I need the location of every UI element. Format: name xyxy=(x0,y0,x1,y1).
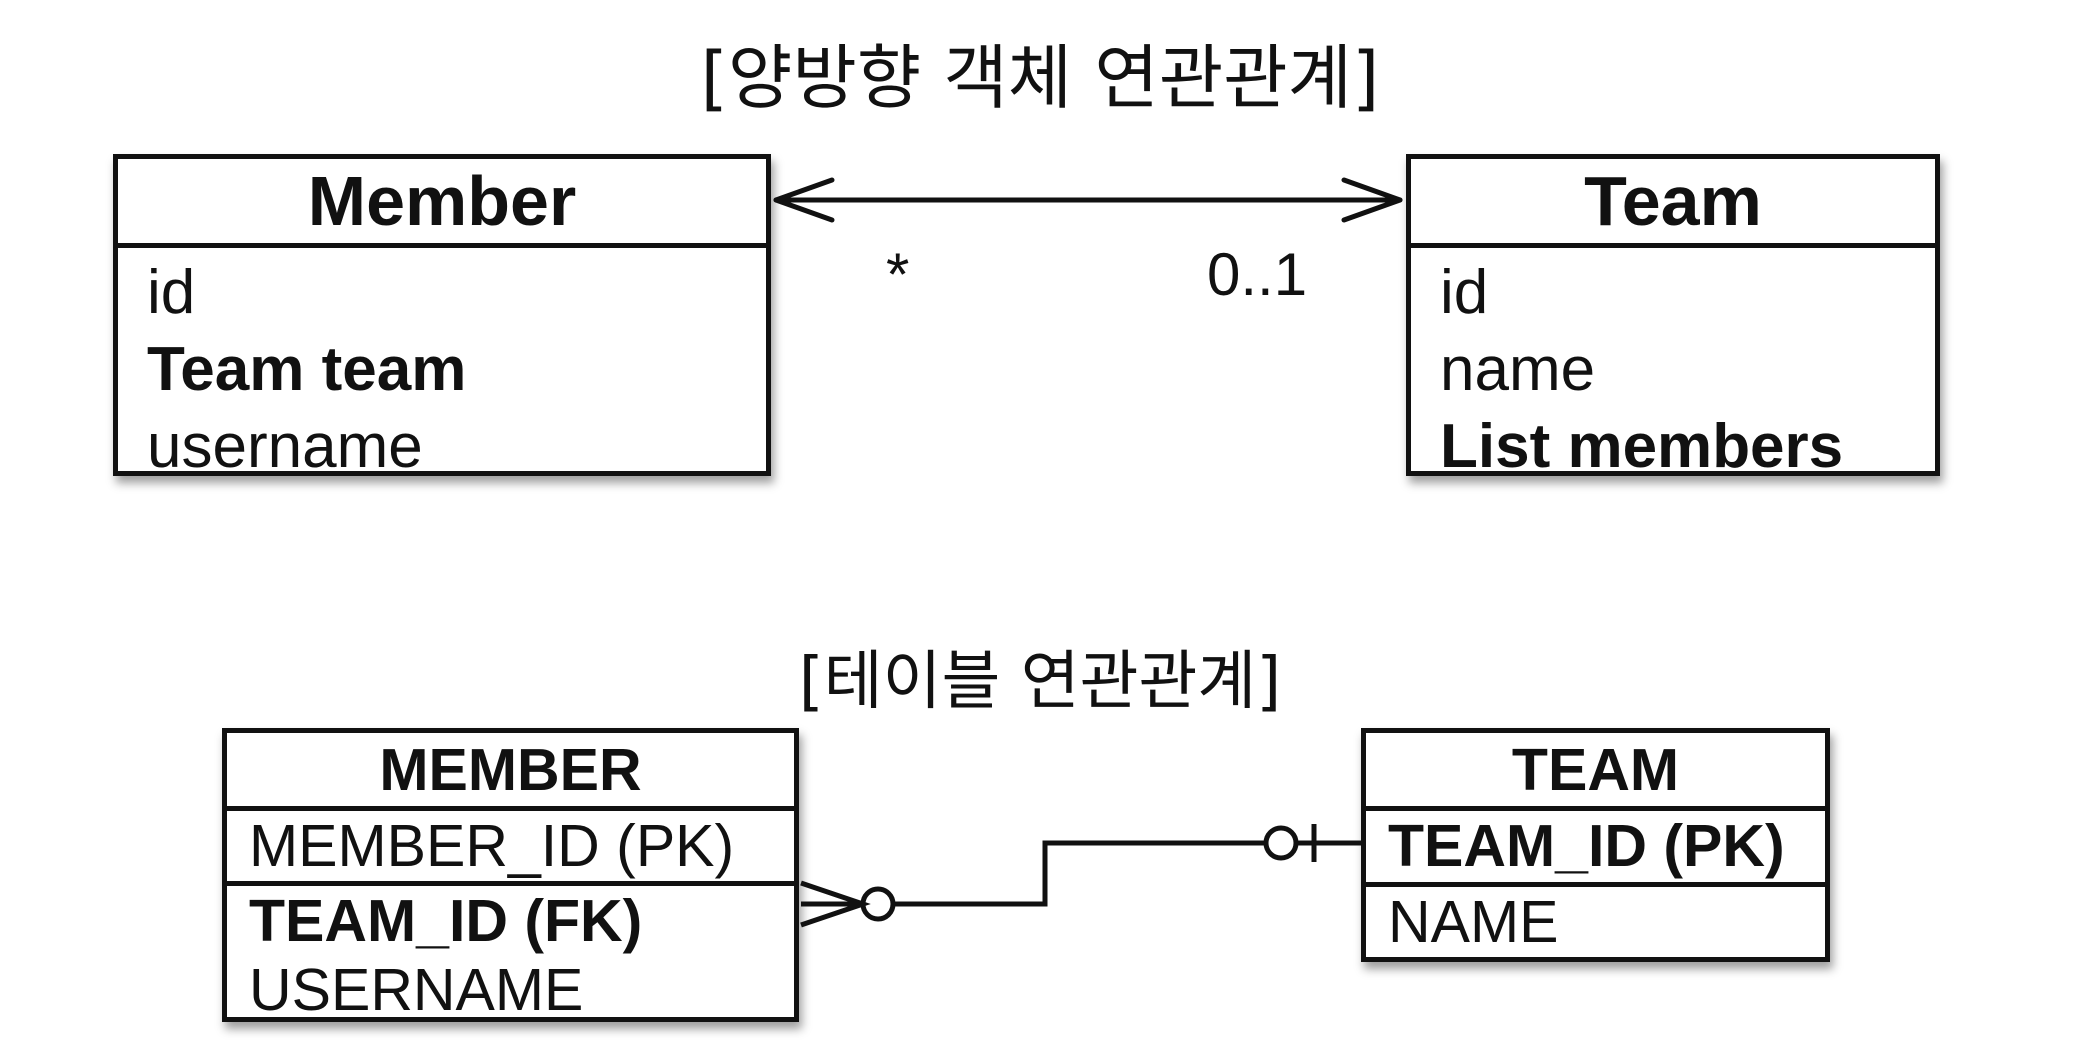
arrowhead-left-icon xyxy=(773,177,835,223)
bidirectional-association xyxy=(773,177,1403,223)
team-class-box: Team id name List members xyxy=(1406,154,1940,481)
team-table-pk-row: TEAM_ID (PK) xyxy=(1366,811,1825,887)
member-table-name: MEMBER xyxy=(227,733,794,811)
team-class-name: Team xyxy=(1411,159,1935,248)
member-table-box: MEMBER MEMBER_ID (PK) TEAM_ID (FK) USERN… xyxy=(222,728,799,1023)
team-table-pk: TEAM_ID (PK) xyxy=(1388,813,1785,879)
zero-many-circle-icon xyxy=(860,886,896,922)
member-field-username: username xyxy=(147,412,423,481)
arrowhead-right-icon xyxy=(1341,177,1403,223)
team-table-name-row: NAME xyxy=(1366,887,1825,957)
team-multiplicity-label: 0..1 xyxy=(1207,241,1308,308)
member-multiplicity-label: * xyxy=(886,241,910,308)
table-diagram-title: [테이블 연관관계] xyxy=(798,645,1282,719)
member-table-username: USERNAME xyxy=(249,957,584,1023)
relationship-line xyxy=(893,840,1266,907)
team-table-box: TEAM TEAM_ID (PK) NAME xyxy=(1361,728,1830,962)
member-field-id: id xyxy=(147,258,196,327)
member-class-name: Member xyxy=(118,159,766,248)
team-table-name: TEAM xyxy=(1366,733,1825,811)
zero-one-circle-icon xyxy=(1263,825,1299,861)
team-table-name-column: NAME xyxy=(1388,889,1559,955)
member-table-pk-row: MEMBER_ID (PK) xyxy=(227,811,794,886)
member-table-username-row: USERNAME xyxy=(227,955,794,1023)
team-class-fields: id name List members xyxy=(1411,248,1935,485)
object-diagram-title: [양방향 객체 연관관계] xyxy=(700,37,1380,119)
team-field-members: List members xyxy=(1440,412,1844,481)
member-class-fields: id Team team username xyxy=(118,248,766,485)
member-table-fk: TEAM_ID (FK) xyxy=(249,888,643,954)
team-field-name: name xyxy=(1440,335,1596,404)
member-class-box: Member id Team team username xyxy=(113,154,771,481)
member-table-pk: MEMBER_ID (PK) xyxy=(249,813,735,879)
member-table-fk-row: TEAM_ID (FK) xyxy=(227,886,794,955)
crows-foot-icon xyxy=(800,880,871,928)
member-field-team: Team team xyxy=(147,335,467,404)
team-field-id: id xyxy=(1440,258,1489,327)
table-relationship xyxy=(800,824,1361,928)
